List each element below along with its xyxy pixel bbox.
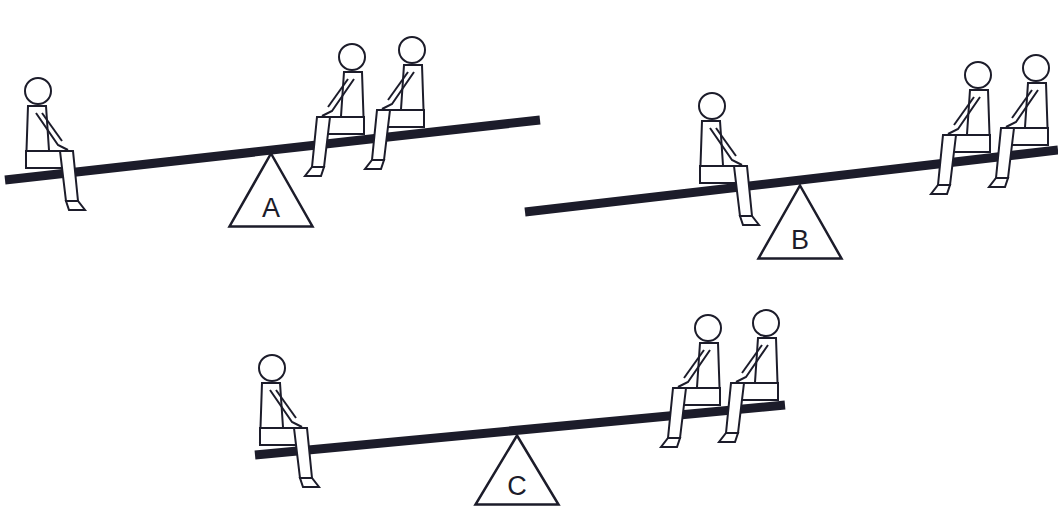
child-figure [365,37,425,169]
child-figure [989,55,1049,187]
child-figure [699,93,759,225]
fulcrum-triangle: C [474,434,560,506]
child-figure [931,62,991,194]
child-figure [661,315,721,447]
child-figure [259,355,319,487]
fulcrum-triangle: A [228,152,314,228]
child-figure [719,310,779,442]
child-figure [25,78,85,210]
fulcrum-letter: A [262,195,280,228]
child-figure [305,44,365,176]
fulcrum-triangle: B [757,184,843,260]
fulcrum-letter: C [507,473,527,506]
fulcrum-letter: B [791,227,809,260]
